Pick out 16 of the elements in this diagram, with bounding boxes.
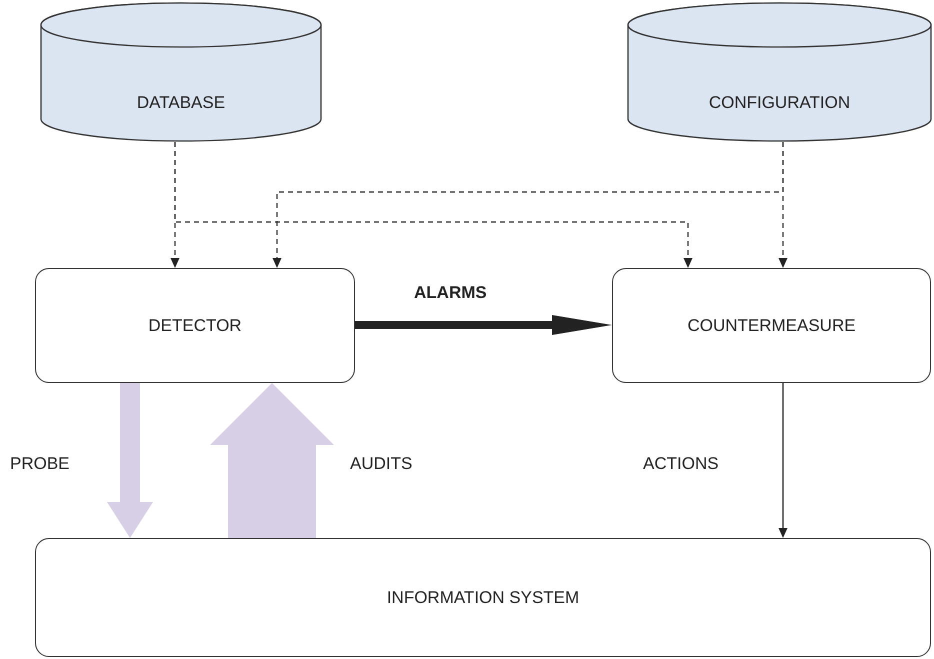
arrow <box>778 383 788 538</box>
dashed-arrow <box>174 142 692 268</box>
block-arrow <box>355 315 612 335</box>
node-label: COUNTERMEASURE <box>687 316 856 336</box>
node-label: INFORMATION SYSTEM <box>386 588 580 608</box>
node-label: DETECTOR <box>148 316 242 336</box>
database-cylinder <box>627 2 932 142</box>
database-cylinder <box>40 2 322 142</box>
process-box <box>612 268 931 383</box>
node-label: CONFIGURATION <box>708 93 852 113</box>
process-box <box>35 268 355 383</box>
dashed-arrow <box>272 142 784 268</box>
node-label: DATABASE <box>136 93 226 113</box>
process-box <box>35 538 931 657</box>
block-arrow <box>107 383 153 538</box>
block-arrow <box>210 383 334 538</box>
